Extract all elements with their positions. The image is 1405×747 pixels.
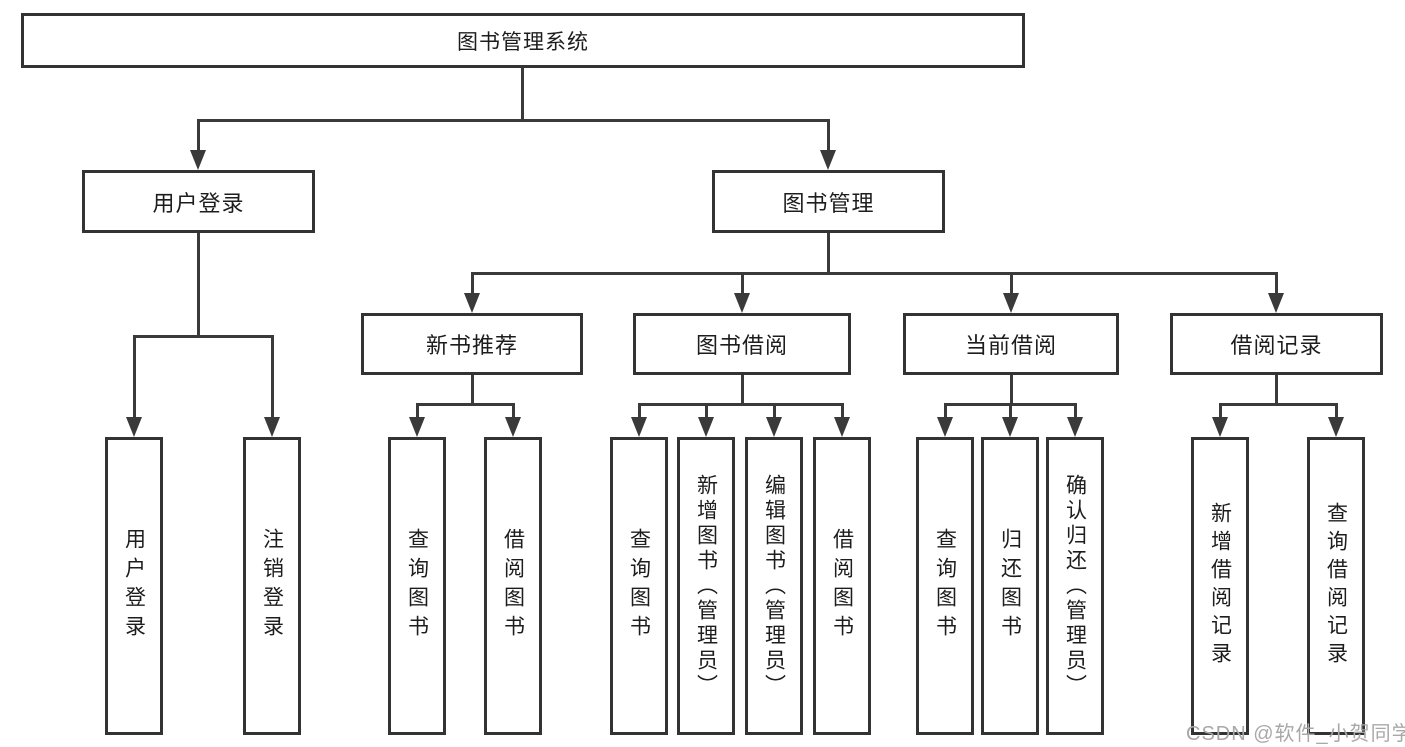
arrow-down-icon (1003, 293, 1019, 313)
arrow-down-icon (1328, 417, 1344, 437)
connector-stem-line (741, 375, 744, 406)
connector-branch-line (741, 272, 744, 295)
connector-branch-line (705, 403, 708, 419)
arrow-down-icon (734, 293, 750, 313)
leaf-confirm-return-admin: 确认归还（管理员） (1046, 437, 1104, 735)
arrow-down-icon (190, 150, 206, 170)
connector-branch-line (512, 403, 515, 419)
node-borrow-records: 借阅记录 (1170, 313, 1383, 375)
connector-stem-line (197, 233, 200, 338)
leaf-add-borrow-record: 新增借阅记录 (1191, 437, 1249, 735)
connector-branch-line (133, 335, 136, 419)
arrow-down-icon (1212, 417, 1228, 437)
arrow-down-icon (1268, 293, 1284, 313)
arrow-down-icon (631, 417, 647, 437)
connector-rail-line (471, 272, 1277, 275)
connector-branch-line (841, 403, 844, 419)
arrow-down-icon (1002, 417, 1018, 437)
leaf-query-books-current: 查询图书 (916, 437, 974, 735)
arrow-down-icon (409, 417, 425, 437)
arrow-down-icon (126, 417, 142, 437)
connector-rail-line (416, 403, 514, 406)
connector-branch-line (416, 403, 419, 419)
arrow-down-icon (937, 417, 953, 437)
connector-branch-line (1335, 403, 1338, 419)
connector-branch-line (197, 119, 200, 152)
connector-stem-line (827, 233, 830, 275)
arrow-down-icon (505, 417, 521, 437)
connector-rail-line (638, 403, 843, 406)
leaf-borrow-books-borrow: 借阅图书 (813, 437, 871, 735)
arrow-down-icon (820, 150, 836, 170)
leaf-edit-book-admin: 编辑图书（管理员） (745, 437, 803, 735)
node-book-management: 图书管理 (712, 170, 945, 233)
csdn-watermark: CSDN @软件_小贺同学 (1186, 723, 1405, 745)
leaf-add-book-admin: 新增图书（管理员） (677, 437, 735, 735)
connector-branch-line (773, 403, 776, 419)
leaf-query-books-recommend: 查询图书 (388, 437, 446, 735)
connector-branch-line (471, 272, 474, 295)
connector-branch-line (1074, 403, 1077, 419)
connector-rail-line (1219, 403, 1337, 406)
connector-stem-line (1275, 375, 1278, 406)
node-library-system: 图书管理系统 (21, 13, 1025, 68)
arrow-down-icon (1067, 417, 1083, 437)
connector-stem-line (1010, 375, 1013, 406)
connector-stem-line (471, 375, 474, 406)
connector-branch-line (1009, 403, 1012, 419)
arrow-down-icon (698, 417, 714, 437)
connector-branch-line (1219, 403, 1222, 419)
leaf-user-login: 用户登录 (105, 437, 163, 735)
leaf-borrow-books-recommend: 借阅图书 (484, 437, 542, 735)
connector-branch-line (827, 119, 830, 152)
connector-rail-line (133, 335, 273, 338)
connector-rail-line (197, 119, 829, 122)
connector-branch-line (271, 335, 274, 419)
leaf-query-books-borrow: 查询图书 (610, 437, 668, 735)
arrow-down-icon (834, 417, 850, 437)
node-user-login: 用户登录 (82, 170, 315, 233)
arrow-down-icon (264, 417, 280, 437)
connector-branch-line (638, 403, 641, 419)
arrow-down-icon (766, 417, 782, 437)
node-book-borrow: 图书借阅 (633, 313, 851, 375)
connector-branch-line (1275, 272, 1278, 295)
leaf-logout: 注销登录 (243, 437, 301, 735)
connector-stem-line (521, 68, 524, 122)
arrow-down-icon (464, 293, 480, 313)
node-current-borrow: 当前借阅 (903, 313, 1119, 375)
leaf-return-book: 归还图书 (981, 437, 1039, 735)
connector-branch-line (944, 403, 947, 419)
leaf-query-borrow-record: 查询借阅记录 (1307, 437, 1365, 735)
node-new-book-recommend: 新书推荐 (361, 313, 583, 375)
connector-branch-line (1010, 272, 1013, 295)
